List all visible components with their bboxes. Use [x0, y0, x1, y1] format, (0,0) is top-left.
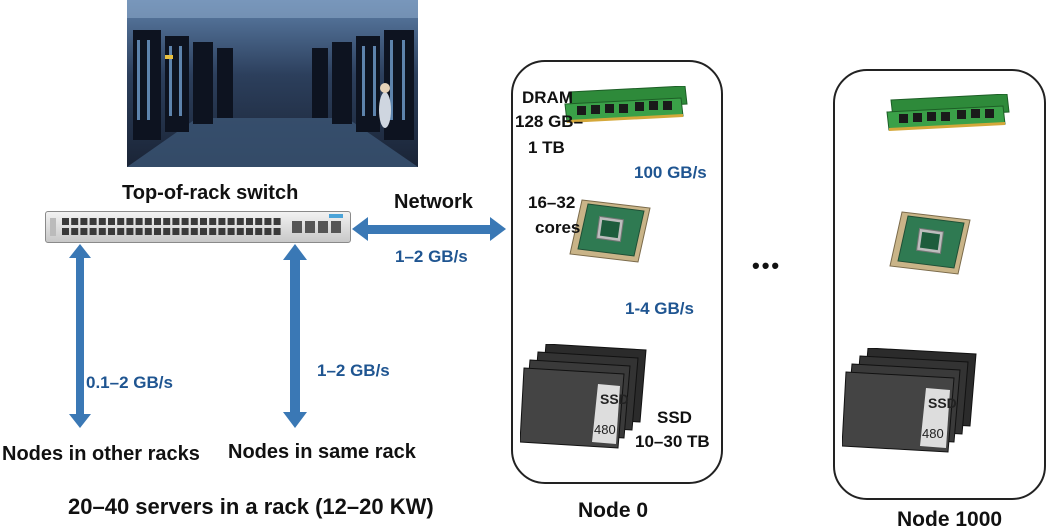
ssd-chip-capacity-node1000: 480 — [922, 426, 944, 441]
switch-port — [108, 228, 115, 235]
switch-port — [163, 218, 171, 225]
switch-port — [126, 218, 134, 225]
ssd-label-line-1: SSD — [657, 408, 692, 427]
other-racks-label: Nodes in other racks — [2, 443, 200, 465]
ssd-stack-node0: SSD 480 — [520, 344, 650, 452]
ssd-label-line-2: 10–30 TB — [635, 432, 710, 451]
switch-port — [273, 218, 281, 225]
ssd-stack-node1000: SSD 480 — [842, 348, 982, 456]
switch-port — [246, 218, 253, 225]
switch-port — [144, 218, 152, 225]
other-racks-bandwidth: 0.1–2 GB/s — [86, 373, 173, 392]
switch-port — [71, 218, 79, 225]
switch-port — [246, 228, 253, 235]
switch-port — [200, 218, 207, 225]
same-rack-label: Nodes in same rack — [228, 441, 416, 463]
dram-label-line-3: 1 TB — [528, 138, 565, 157]
dram-bandwidth: 100 GB/s — [634, 163, 707, 182]
switch-port — [80, 218, 88, 225]
node-1000-label: Node 1000 — [897, 508, 1003, 531]
rack-summary: 20–40 servers in a rack (12–20 KW) — [68, 494, 434, 519]
switch-port — [264, 228, 272, 235]
dram-module-node0 — [563, 86, 691, 126]
cpu-chip-node1000 — [888, 210, 972, 276]
switch-port — [209, 228, 217, 235]
ssd-chip-text: SSD — [600, 391, 629, 407]
ssd-chip-text-node1000: SSD — [928, 395, 957, 411]
switch-port — [62, 228, 69, 235]
switch-port — [80, 228, 88, 235]
switch-port — [98, 218, 106, 225]
dram-label-line-1: DRAM — [522, 88, 573, 107]
network-label: Network — [394, 191, 473, 213]
switch-port — [273, 228, 281, 235]
same-rack-arrow — [283, 244, 307, 428]
switch-port — [255, 218, 263, 225]
switch-port — [200, 228, 207, 235]
switch-port — [89, 218, 97, 225]
ssd-bandwidth: 1-4 GB/s — [625, 299, 694, 318]
switch-port — [181, 218, 189, 225]
dram-module-node1000 — [885, 94, 1013, 134]
switch-port — [108, 218, 115, 225]
switch-port — [126, 228, 134, 235]
switch-port — [227, 218, 235, 225]
switch-port — [89, 228, 97, 235]
switch-port — [218, 218, 226, 225]
switch-port — [190, 218, 198, 225]
same-rack-bandwidth: 1–2 GB/s — [317, 361, 390, 380]
switch-port — [117, 218, 125, 225]
switch-port — [144, 228, 152, 235]
top-of-rack-switch — [45, 211, 351, 243]
switch-port — [62, 218, 69, 225]
dram-label-line-2: 128 GB– — [515, 112, 584, 131]
cpu-label-line-2: cores — [535, 218, 581, 237]
other-racks-arrow — [69, 244, 91, 428]
switch-port — [71, 228, 79, 235]
switch-port — [236, 218, 244, 225]
switch-port — [236, 228, 244, 235]
ellipsis: ••• — [752, 253, 782, 278]
switch-label: Top-of-rack switch — [122, 182, 299, 204]
switch-port — [98, 228, 106, 235]
switch-port — [154, 228, 161, 235]
switch-port — [154, 218, 161, 225]
switch-port — [135, 228, 143, 235]
switch-port — [255, 228, 263, 235]
switch-port — [218, 228, 226, 235]
switch-port — [163, 228, 171, 235]
cpu-label-line-1: 16–32 — [528, 193, 576, 212]
switch-port — [264, 218, 272, 225]
switch-port — [181, 228, 189, 235]
node-0-label: Node 0 — [578, 499, 649, 522]
switch-port — [172, 218, 180, 225]
network-arrow — [352, 217, 506, 241]
cpu-chip-node0 — [568, 198, 652, 264]
ssd-chip-capacity: 480 — [594, 422, 616, 437]
switch-port — [209, 218, 217, 225]
network-bandwidth: 1–2 GB/s — [395, 247, 468, 266]
switch-port — [190, 228, 198, 235]
switch-port — [117, 228, 125, 235]
switch-port — [135, 218, 143, 225]
switch-port — [172, 228, 180, 235]
switch-port — [227, 228, 235, 235]
datacenter-photo — [127, 0, 418, 167]
